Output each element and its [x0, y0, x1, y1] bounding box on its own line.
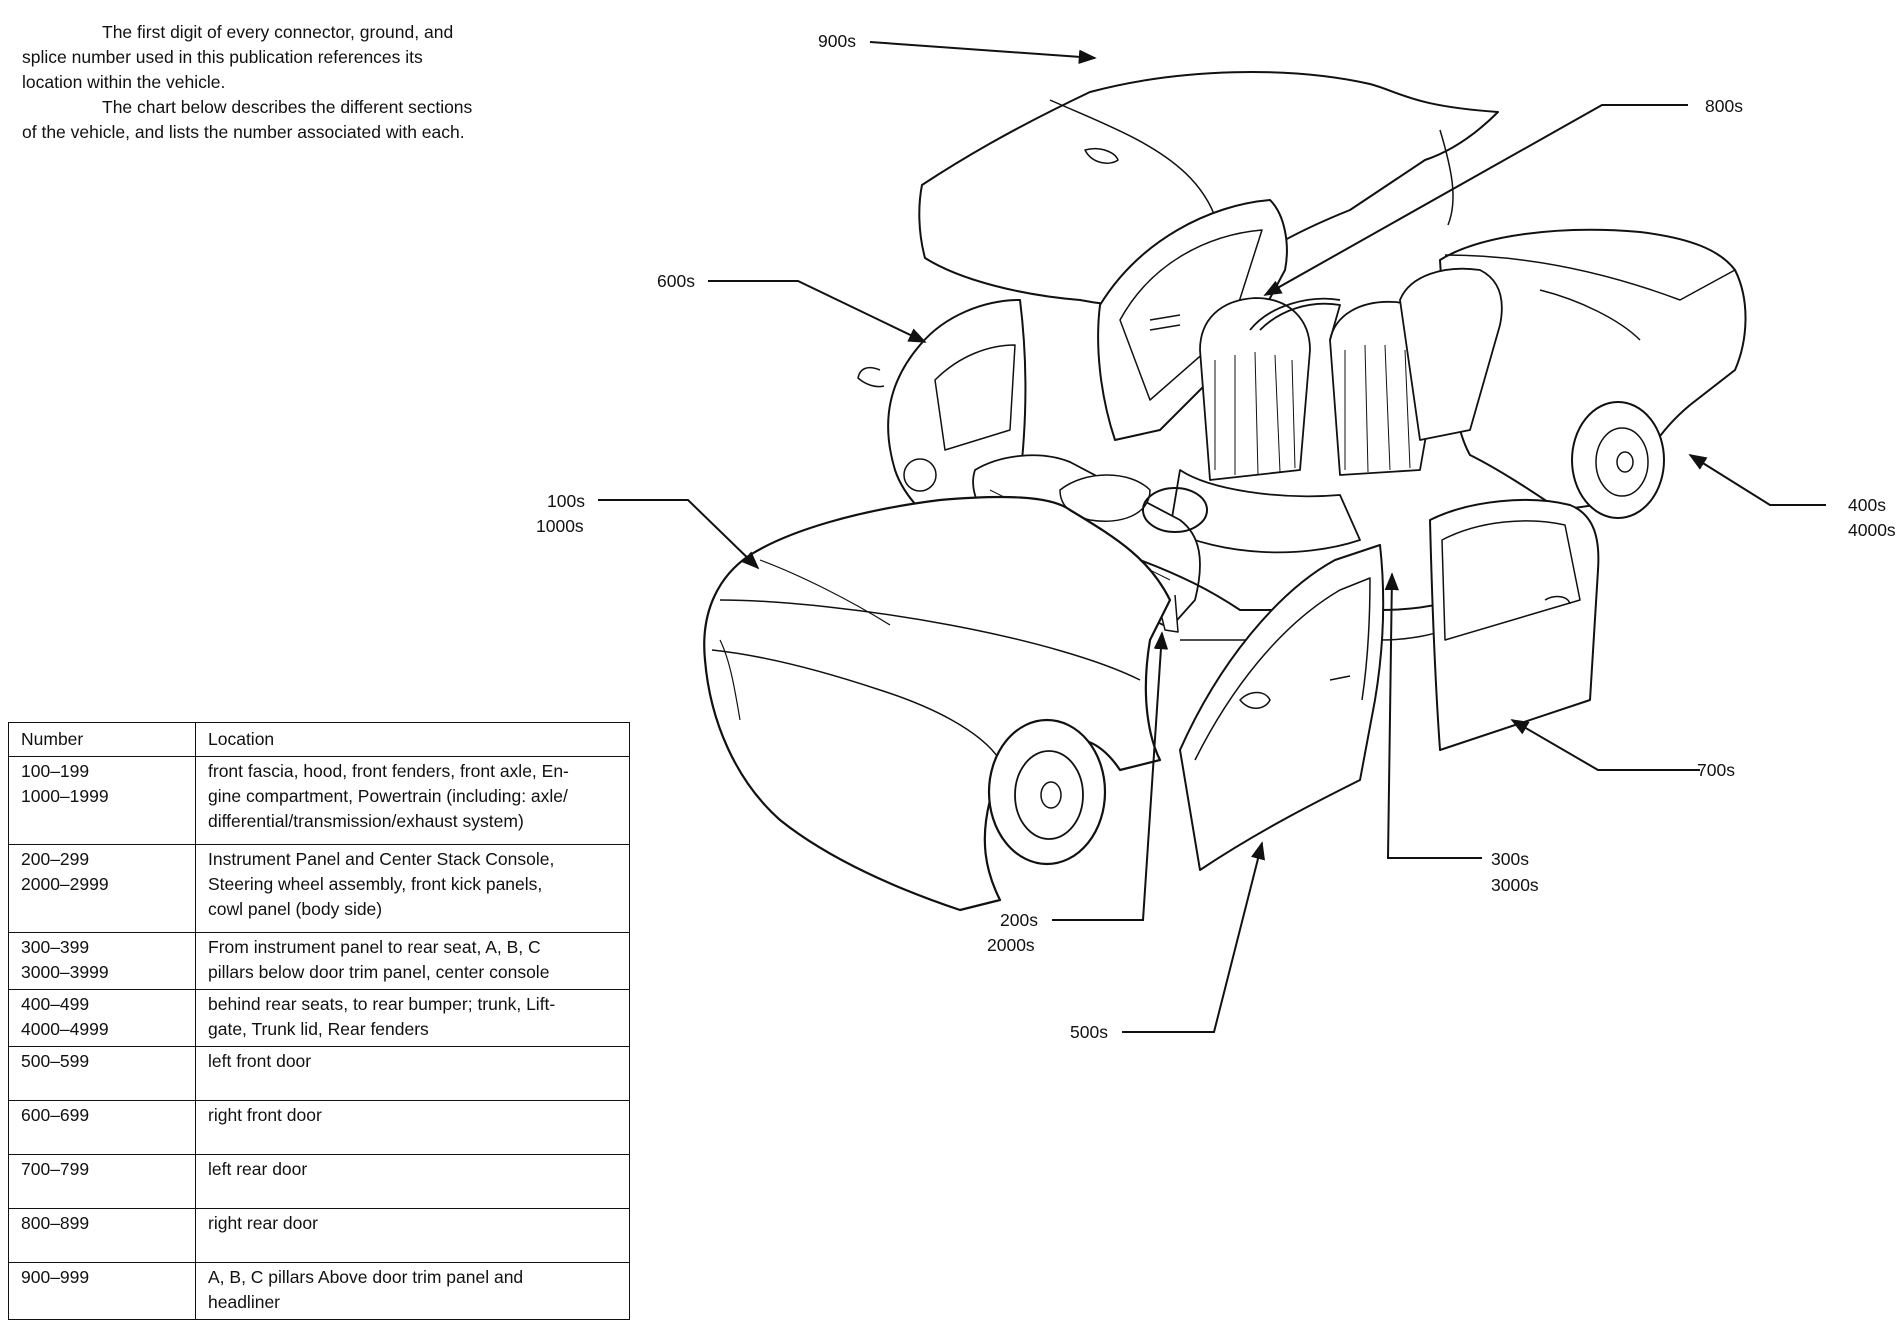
- right-rear-door: [1097, 199, 1288, 441]
- number-line: 400–499: [21, 994, 90, 1014]
- leader-200s: [1052, 631, 1169, 921]
- row-number-cell: 100–199 1000–1999: [8, 756, 196, 845]
- leader-500s: [1122, 841, 1265, 1033]
- leader-800s: [1263, 104, 1688, 296]
- header-location: Location: [195, 722, 630, 757]
- location-line: headliner: [208, 1292, 280, 1312]
- table-row: 600–699 right front door: [8, 1100, 630, 1155]
- car-body: [703, 495, 1481, 912]
- table-row: 300–399 3000–3999 From instrument panel t…: [8, 932, 630, 990]
- table-row: 900–999 A, B, C pillars Above door trim …: [8, 1262, 630, 1320]
- location-line: differential/transmission/exhaust system…: [208, 811, 524, 831]
- leader-700s: [1510, 719, 1700, 771]
- location-line: gine compartment, Powertrain (including:…: [208, 786, 568, 806]
- number-line: 600–699: [21, 1105, 90, 1125]
- row-number-cell: 800–899: [8, 1208, 196, 1263]
- callout-300s: 300s: [1491, 849, 1529, 869]
- leader-900s: [869, 41, 1097, 65]
- intro-paragraph-1: The first digit of every connector, grou…: [22, 22, 454, 92]
- callout-3000s: 3000s: [1491, 875, 1539, 895]
- table-row: 400–499 4000–4999 behind rear seats, to r…: [8, 989, 630, 1047]
- header-number: Number: [8, 722, 196, 757]
- callout-900s: 900s: [818, 31, 856, 51]
- location-line: pillars below door trim panel, center co…: [208, 962, 550, 982]
- location-table: Number Location 100–199 1000–1999 front f…: [8, 722, 630, 1320]
- number-line: 700–799: [21, 1159, 90, 1179]
- leader-lines: [598, 41, 1826, 1033]
- row-location-cell: From instrument panel to rear seat, A, B…: [195, 932, 630, 990]
- left-front-door: [1179, 544, 1385, 871]
- row-number-cell: 400–499 4000–4999: [8, 989, 196, 1047]
- table-row: 100–199 1000–1999 front fascia, hood, fro…: [8, 756, 630, 845]
- leader-300s: [1384, 572, 1482, 859]
- number-line: 1000–1999: [21, 786, 109, 806]
- row-number-cell: 300–399 3000–3999: [8, 932, 196, 990]
- intro-text: The first digit of every connector, grou…: [22, 20, 482, 145]
- location-line: right rear door: [208, 1213, 318, 1233]
- row-location-cell: A, B, C pillars Above door trim panel an…: [195, 1262, 630, 1320]
- location-line: left front door: [208, 1051, 312, 1071]
- callout-200s: 200s: [1000, 910, 1038, 930]
- location-line: cowl panel (body side): [208, 899, 383, 919]
- table-header-row: Number Location: [8, 722, 630, 757]
- seats: [1169, 267, 1503, 554]
- row-number-cell: 900–999: [8, 1262, 196, 1320]
- number-line: 4000–4999: [21, 1019, 109, 1039]
- table-row: 800–899 right rear door: [8, 1208, 630, 1263]
- callout-600s: 600s: [657, 271, 695, 291]
- row-location-cell: right front door: [195, 1100, 630, 1155]
- left-rear-door: [1429, 499, 1600, 751]
- row-number-cell: 700–799: [8, 1154, 196, 1209]
- leader-600s: [708, 280, 927, 343]
- callout-2000s: 2000s: [987, 935, 1035, 955]
- callout-500s: 500s: [1070, 1022, 1108, 1042]
- row-location-cell: right rear door: [195, 1208, 630, 1263]
- row-number-cell: 500–599: [8, 1046, 196, 1101]
- table-row: 200–299 2000–2999 Instrument Panel and Ce…: [8, 844, 630, 933]
- number-line: 100–199: [21, 761, 90, 781]
- location-line: A, B, C pillars Above door trim panel an…: [208, 1267, 524, 1287]
- callout-700s: 700s: [1697, 760, 1735, 780]
- leader-400s: [1688, 454, 1826, 506]
- rear-body-section: [1439, 228, 1747, 519]
- table-row: 700–799 left rear door: [8, 1154, 630, 1209]
- location-line: behind rear seats, to rear bumper; trunk…: [208, 994, 556, 1014]
- location-line: left rear door: [208, 1159, 308, 1179]
- location-line: gate, Trunk lid, Rear fenders: [208, 1019, 429, 1039]
- row-location-cell: Instrument Panel and Center Stack Consol…: [195, 844, 630, 933]
- number-line: 800–899: [21, 1213, 90, 1233]
- location-line: right front door: [208, 1105, 322, 1125]
- number-line: 2000–2999: [21, 874, 109, 894]
- location-line: From instrument panel to rear seat, A, B…: [208, 937, 541, 957]
- callout-1000s: 1000s: [536, 516, 584, 536]
- number-line: 300–399: [21, 937, 90, 957]
- callout-800s: 800s: [1705, 96, 1743, 116]
- callout-4000s: 4000s: [1848, 520, 1896, 540]
- callout-400s: 400s: [1848, 495, 1886, 515]
- location-line: front fascia, hood, front fenders, front…: [208, 761, 569, 781]
- location-line: Steering wheel assembly, front kick pane…: [208, 874, 543, 894]
- number-line: 900–999: [21, 1267, 90, 1287]
- intro-paragraph-2: The chart below describes the different …: [22, 97, 473, 142]
- number-line: 3000–3999: [21, 962, 109, 982]
- number-line: 500–599: [21, 1051, 90, 1071]
- leader-100s: [598, 499, 760, 570]
- callout-100s: 100s: [547, 491, 585, 511]
- number-line: 200–299: [21, 849, 90, 869]
- row-location-cell: behind rear seats, to rear bumper; trunk…: [195, 989, 630, 1047]
- location-line: Instrument Panel and Center Stack Consol…: [208, 849, 555, 869]
